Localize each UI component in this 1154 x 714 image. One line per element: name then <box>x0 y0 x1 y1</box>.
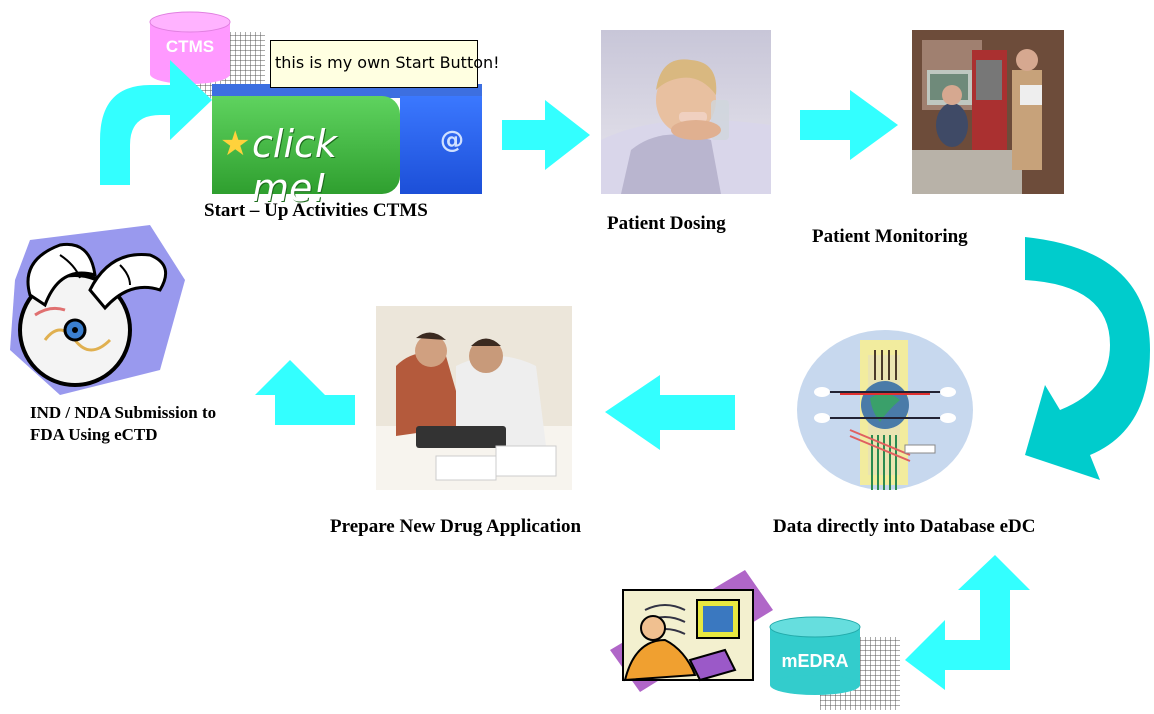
corner-arrow-medra <box>905 555 1030 690</box>
ctms-db-label: CTMS <box>166 37 214 56</box>
ctms-caption: Start – Up Activities CTMS <box>204 200 428 221</box>
tooltip-text: this is my own Start Button! <box>275 53 500 72</box>
right-arrow-dosing <box>502 100 590 170</box>
monitoring-caption: Patient Monitoring <box>812 226 968 247</box>
prepare-nda-photo <box>376 306 572 490</box>
start-button-graphic: ★ click me! @ <box>212 84 482 210</box>
patient-dosing-photo <box>601 30 771 194</box>
medra-database-icon: mEDRA <box>765 615 905 710</box>
curved-down-arrow <box>1025 237 1150 480</box>
left-arrow-nda <box>605 375 735 450</box>
patient-monitoring-photo <box>912 30 1064 194</box>
computer-worker-icon <box>605 570 775 692</box>
start-button[interactable]: ★ click me! <box>212 96 400 210</box>
submission-caption-line1: IND / NDA Submission to <box>30 403 217 422</box>
nda-caption: Prepare New Drug Application <box>330 516 582 537</box>
network-globe-icon <box>790 330 980 500</box>
dosing-caption: Patient Dosing <box>607 213 726 234</box>
taskbar-strip: @ <box>400 96 482 194</box>
curved-up-arrow <box>100 60 212 185</box>
edc-caption: Data directly into Database eDC <box>773 516 1036 537</box>
submission-caption-line2: FDA Using eCTD <box>30 425 158 444</box>
start-button-label: click me! <box>252 122 337 210</box>
star-icon: ★ <box>220 124 251 164</box>
winged-disc-icon <box>0 220 190 410</box>
corner-up-arrow <box>255 360 355 425</box>
browser-icon: @ <box>440 126 464 154</box>
ctms-database-icon: CTMS <box>140 10 270 100</box>
right-arrow-monitoring <box>800 90 898 160</box>
start-tooltip: this is my own Start Button! <box>270 40 500 88</box>
medra-db-label: mEDRA <box>781 651 848 671</box>
